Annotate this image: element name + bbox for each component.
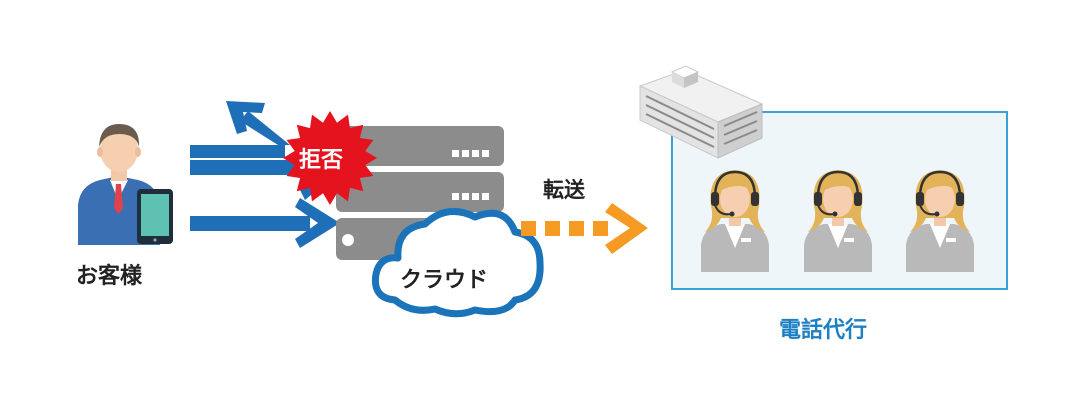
customer-label: お客様 [76,264,143,289]
reject-label: 拒否 [299,148,344,173]
reject-badge [283,111,377,205]
operator-headset-icon [701,170,769,272]
rejected-arrow [190,101,290,158]
tablet-icon [137,189,173,244]
cloud-label: クラウド [400,268,489,293]
transfer-label: 転送 [543,178,585,202]
incoming-arrow-bottom [190,198,340,248]
operator-headset-icon [804,170,872,272]
transfer-arrow [521,203,648,254]
cloud-icon [371,207,544,318]
call-center-label: 電話代行 [779,318,868,343]
building-icon [638,65,764,159]
operator-headset-icon [906,170,974,272]
operators-group [701,170,974,272]
